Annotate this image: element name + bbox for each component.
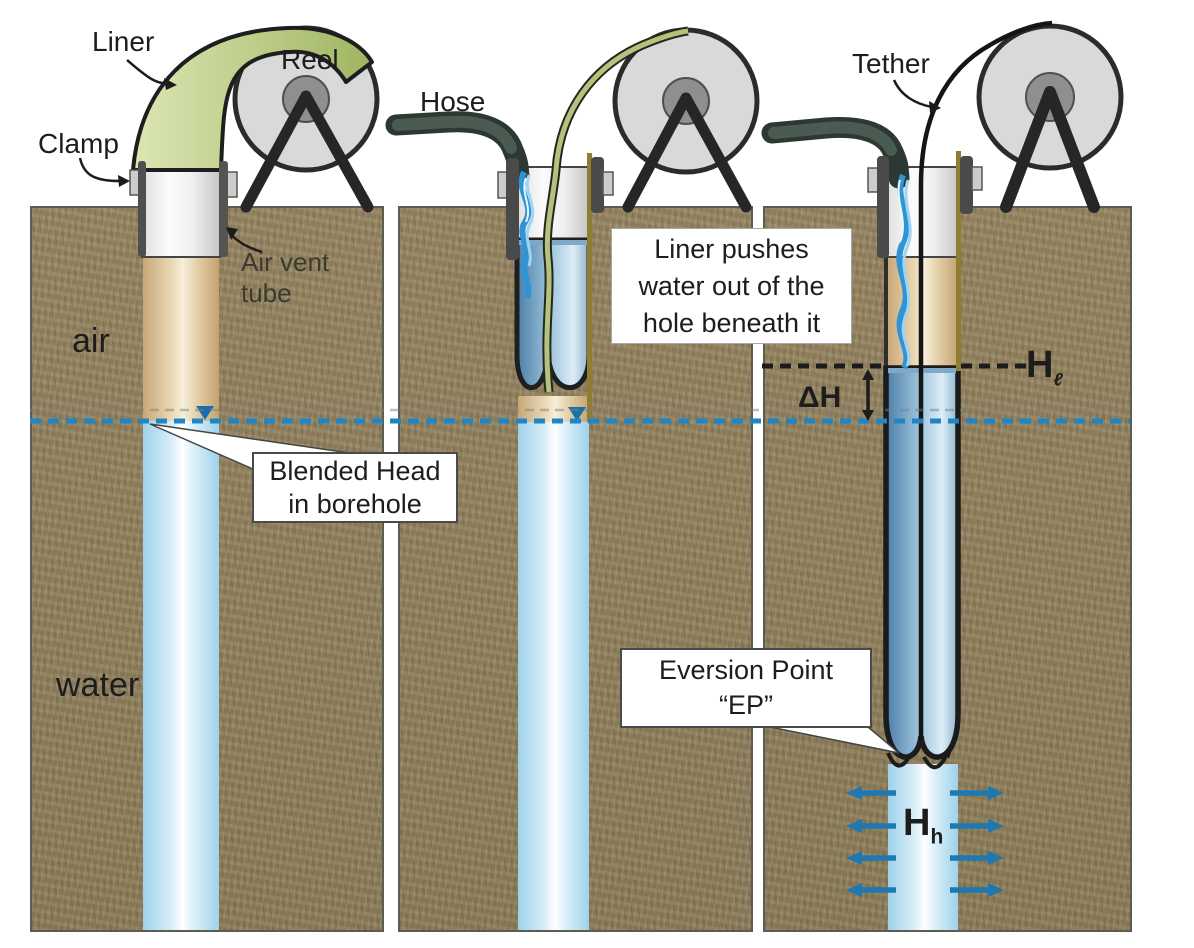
borehole2-water-column [518, 422, 589, 930]
liner-label: Liner [92, 26, 155, 57]
clamp3-left-clip [867, 167, 879, 193]
blended-head-callout: Blended Head in borehole [252, 452, 458, 523]
water-stream3-light [901, 179, 912, 367]
tether-leader-arrowhead-icon [929, 101, 941, 113]
water-stream3-main [896, 173, 910, 370]
hose-label: Hose [420, 86, 486, 117]
liner-leader-arrowhead-icon [164, 78, 177, 90]
clamp3-right-bar [960, 156, 973, 214]
liner-stage2 [514, 237, 592, 391]
reel2-tripod-legs [622, 92, 752, 213]
clamp-leader-arrowhead-icon [118, 175, 130, 187]
air-vent-label-line1: Air vent [241, 247, 330, 277]
arrowhead-left-2-icon [846, 819, 862, 833]
clamp-leader-line [78, 157, 121, 183]
arrowhead-right-3-icon [988, 851, 1004, 865]
air-vent-label-line2: tube [241, 278, 292, 308]
ep-curl-left [886, 752, 911, 768]
eversion-point-line2: “EP” [719, 690, 773, 720]
reel-stage3 [976, 23, 1124, 213]
arrowhead-right-4-icon [988, 883, 1004, 897]
water-stream2-light [525, 174, 535, 267]
clamp2-right-bar [591, 157, 604, 213]
water-stream-stage2 [518, 170, 535, 300]
clamp2-right-clip [602, 171, 614, 196]
ep-curl-arrowhead-icon [944, 749, 952, 759]
air-vent-tube-label: Air vent tube [241, 247, 329, 309]
arrowhead-right-2-icon [988, 819, 1004, 833]
liner2-water-surface [519, 240, 587, 245]
head-hole-subscript: h [930, 825, 944, 849]
eversion-point-line1: Eversion Point [658, 655, 834, 685]
arrowhead-left-4-icon [846, 883, 862, 897]
water-zone-label: water [56, 666, 140, 704]
head-hole-base: H [903, 802, 931, 844]
delta-h-label: ΔH [798, 381, 842, 414]
ep-curl-right [922, 755, 948, 770]
clamp2-left-bar [506, 158, 519, 260]
air-vent-tube-stage3 [956, 151, 961, 371]
reel-stage2 [612, 27, 760, 213]
tether-leader-line [892, 79, 933, 109]
liner-strip-stage2 [544, 28, 689, 393]
air-vent-tube-stage1 [219, 161, 228, 257]
borehole3-water-column [888, 764, 958, 930]
reel3-tripod-legs [1000, 86, 1100, 213]
head-liner-base: H [1026, 344, 1054, 386]
delta-h-arrowhead-top-icon [862, 369, 874, 380]
arrowhead-right-1-icon [988, 786, 1004, 800]
liner-leader-line [126, 59, 169, 86]
liner-band [131, 25, 374, 172]
reel-label: Reel [281, 44, 339, 75]
borehole1-air-column [143, 258, 219, 421]
reel1-tripod-legs [240, 90, 374, 213]
head-liner-subscript: ℓ [1053, 369, 1063, 390]
tether-label: Tether [852, 48, 930, 79]
arrowhead-left-3-icon [846, 851, 862, 865]
water-stream3-white [897, 179, 904, 243]
arrowhead-left-1-icon [846, 786, 862, 800]
eversion-point-curls [886, 749, 952, 770]
clamp3-left-bar [877, 156, 889, 258]
clamp3-right-clip [971, 166, 983, 191]
air-vent-tube-stage2 [587, 153, 592, 422]
delta-h-arrowhead-bottom-icon [862, 410, 874, 421]
blended-head-line2: in borehole [288, 488, 422, 519]
eversion-point-callout: Eversion Point “EP” [620, 648, 872, 728]
liner-pushes-line3: hole beneath it [642, 307, 821, 338]
eversion-point-pointer [769, 726, 900, 754]
air-vent-leader-arrowhead-icon [226, 227, 238, 240]
head-in-liner-label: Hℓ [1026, 344, 1063, 389]
liner-pushes-callout: Liner pushes water out of the hole benea… [611, 228, 852, 344]
hose-stage3-highlight [768, 121, 897, 156]
liner-pushes-line2: water out of the [638, 270, 825, 301]
liner-pushes-line1: Liner pushes [654, 233, 809, 264]
outward-pressure-arrows [846, 786, 1004, 897]
air-zone-label: air [72, 322, 110, 360]
water-stream2-white [523, 177, 530, 223]
blended-head-line1: Blended Head [269, 455, 441, 486]
hose-stage2-highlight [392, 115, 517, 154]
clamp-label: Clamp [38, 128, 119, 159]
water-table-marker-icon-1 [196, 406, 214, 420]
tether-line [918, 20, 1053, 740]
water-stream-stage3 [896, 173, 912, 370]
head-in-hole-label: Hh [903, 802, 943, 848]
clamp1-left-bar [138, 161, 146, 257]
delta-h-arrow [862, 369, 874, 421]
borehole1-water-column [143, 421, 219, 930]
